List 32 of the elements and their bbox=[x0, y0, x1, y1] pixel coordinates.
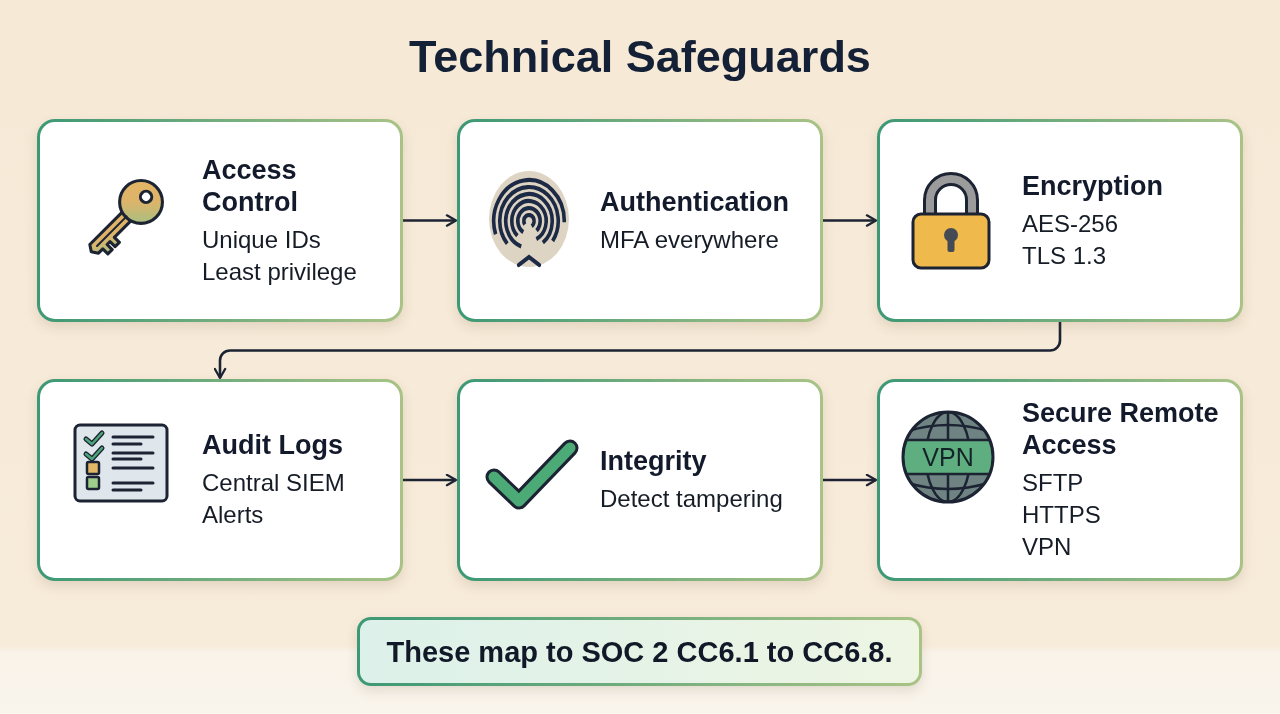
safeguard-card bbox=[457, 379, 823, 581]
card-detail: SFTP bbox=[1022, 468, 1085, 498]
card-detail: Unique IDs bbox=[202, 224, 322, 255]
flow-arrow bbox=[823, 473, 878, 487]
safeguard-card bbox=[877, 379, 1243, 581]
card-detail: Least privilege bbox=[202, 256, 358, 287]
card-detail: Detect tampering bbox=[600, 484, 784, 514]
safeguard-card bbox=[457, 119, 823, 322]
card-detail: AES-256 bbox=[1022, 208, 1120, 239]
card-detail: TLS 1.3 bbox=[1022, 240, 1108, 271]
safeguard-card bbox=[37, 379, 403, 581]
flow-arrow bbox=[823, 214, 878, 227]
safeguard-card bbox=[877, 119, 1243, 322]
flow-arrow bbox=[213, 322, 1062, 380]
card-title: Audit Logs bbox=[202, 429, 344, 461]
safeguard-card bbox=[37, 119, 403, 322]
card-detail: VPN bbox=[1022, 532, 1073, 562]
card-detail: Alerts bbox=[202, 500, 265, 530]
card-title: Access Control bbox=[202, 153, 299, 218]
card-title: Integrity bbox=[600, 445, 708, 477]
card-title: Encryption bbox=[1022, 169, 1164, 202]
flow-arrow bbox=[403, 473, 458, 487]
diagram-title: Technical Safeguards bbox=[409, 30, 871, 84]
card-detail: HTTPS bbox=[1022, 500, 1102, 530]
flow-arrow bbox=[403, 214, 458, 227]
card-detail: MFA everywhere bbox=[600, 224, 780, 255]
card-detail: Central SIEM bbox=[202, 468, 346, 498]
icon-caption: VPN bbox=[922, 443, 974, 471]
card-title: Authentication bbox=[600, 185, 790, 218]
note-banner bbox=[357, 617, 922, 686]
card-title: Secure Remote Access bbox=[1022, 397, 1220, 461]
note-text: These map to SOC 2 CC6.1 to CC6.8. bbox=[386, 634, 893, 670]
